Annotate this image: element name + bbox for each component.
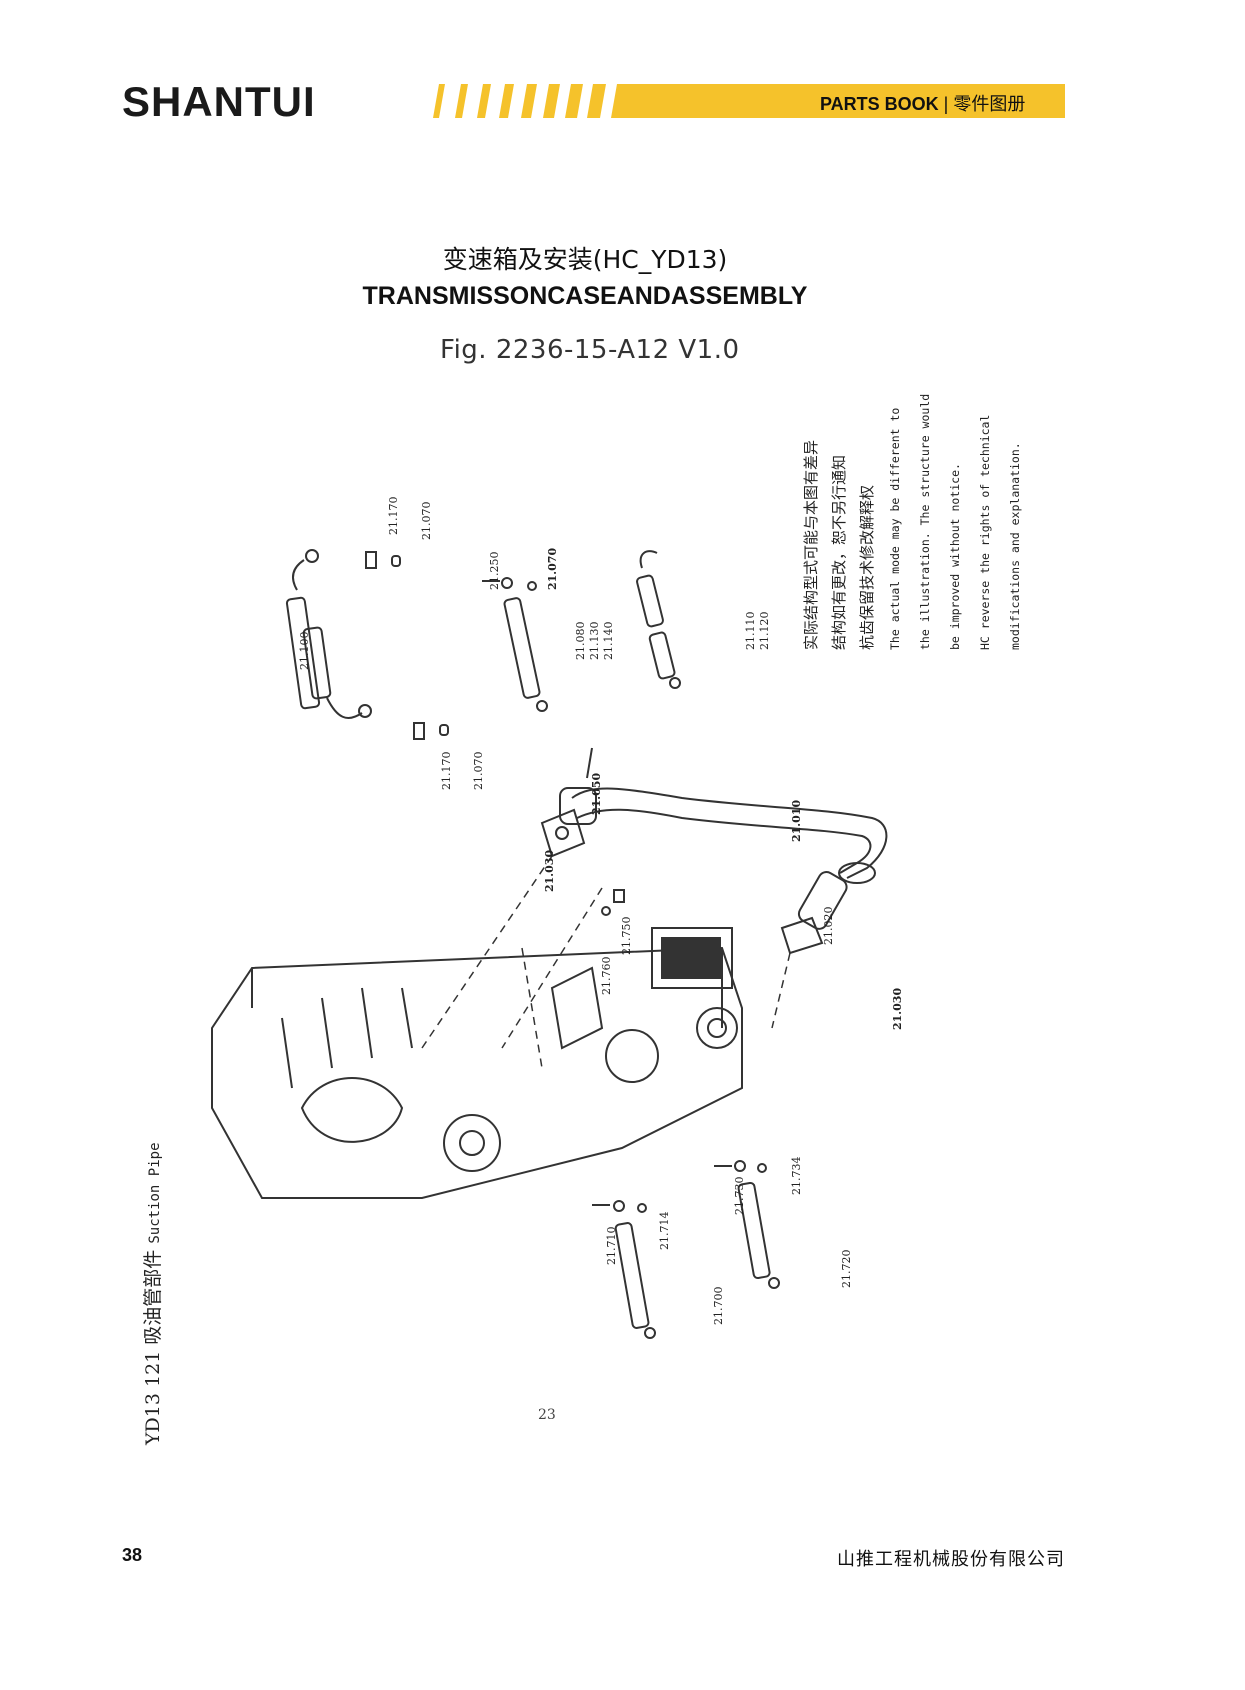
strainer-21-020 — [797, 871, 848, 930]
callout-label: 21.250 — [488, 551, 501, 591]
callout-label: 21.170 — [387, 496, 400, 536]
callout-label: 21.750 — [620, 916, 633, 956]
callout-label: 21.130 — [588, 621, 601, 661]
note-cn-3: 杭齿保留技术修改解释权 — [858, 484, 876, 650]
callout-label: 21.140 — [602, 621, 615, 661]
figure-side-title: YD13 121 吸油管部件 Suction Pipe — [138, 1142, 165, 1445]
gasket-21-030-lower — [780, 916, 824, 955]
callout-label: 21.170 — [440, 751, 453, 791]
fitting-top — [365, 551, 401, 569]
note-en-5: modifications and explanation. — [1008, 442, 1022, 650]
banner-label: PARTS BOOK | 零件图册 — [820, 92, 1065, 116]
callout-label: 21.760 — [600, 956, 613, 996]
figure-side-title-cn: YD13 121 吸油管部件 — [142, 1249, 164, 1445]
suction-pipe-21-010 — [559, 747, 888, 884]
callout-label: 21.070 — [546, 547, 559, 590]
callout-label: 21.080 — [574, 621, 587, 661]
note-cn-2: 结构如有更改，恕不另行通知 — [830, 454, 848, 650]
callout-label: 21.714 — [658, 1211, 671, 1251]
note-en-3: be improved without notice. — [948, 463, 962, 650]
fitting-lower — [413, 722, 449, 740]
banner-label-parts-book: PARTS BOOK — [820, 94, 939, 114]
callout-label: 21.070 — [420, 501, 433, 541]
callout-label: 21.030 — [891, 987, 904, 1030]
shantui-logo: SHANTUI — [122, 78, 316, 125]
banner-label-separator: | — [938, 94, 954, 114]
page-number: 38 — [122, 1545, 143, 1565]
banner-label-cn: 零件图册 — [953, 94, 1026, 114]
callout-label: 21.010 — [790, 799, 803, 842]
note-en-2: the illustration. The structure would — [918, 393, 932, 650]
company-name: 山推工程机械股份有限公司 — [837, 1549, 1065, 1570]
note-cn-1: 实际结构型式可能与本图有差异 — [802, 439, 820, 650]
hose-21-700 — [592, 1200, 656, 1339]
callout-label: 21.710 — [605, 1226, 618, 1266]
hose-21-720 — [714, 1160, 780, 1289]
hose-21-110 — [636, 550, 681, 689]
note-en-1: The actual mode may be different to — [888, 407, 902, 650]
transmission-housing — [211, 927, 743, 1199]
page-title-cn: 变速箱及安装(HC_YD13) — [442, 245, 728, 274]
assembly-lines — [421, 855, 791, 1069]
note-en-4: HC reverse the rights of technical — [978, 414, 992, 650]
banner-stripes — [433, 84, 1065, 118]
hose-21-080 — [482, 577, 548, 712]
callout-label: 21.120 — [758, 611, 771, 651]
callout-label: 21.100 — [298, 631, 311, 671]
callout-label: 21.734 — [790, 1156, 803, 1196]
callout-label: 21.720 — [840, 1249, 853, 1289]
callout-label: 21.700 — [712, 1286, 725, 1326]
callout-label: 21.070 — [472, 751, 485, 791]
page-title-en: TRANSMISSONCASEANDASSEMBLY — [362, 282, 808, 310]
hose-21-100 — [285, 549, 372, 719]
figure-label: Fig. 2236-15-A12 V1.0 — [440, 335, 740, 365]
sheet-number: 23 — [538, 1407, 556, 1423]
figure-side-title-en: Suction Pipe — [147, 1142, 163, 1244]
plug-21-750 — [601, 889, 625, 916]
gasket-21-030-top — [540, 808, 586, 858]
callout-label: 21.020 — [822, 906, 835, 946]
exploded-diagram — [211, 549, 888, 1339]
callout-label: 21.730 — [733, 1176, 746, 1216]
callout-label: 21.050 — [590, 772, 603, 815]
callout-label: 21.030 — [543, 849, 556, 892]
callout-label: 21.110 — [744, 611, 757, 651]
header-banner — [433, 84, 1065, 118]
